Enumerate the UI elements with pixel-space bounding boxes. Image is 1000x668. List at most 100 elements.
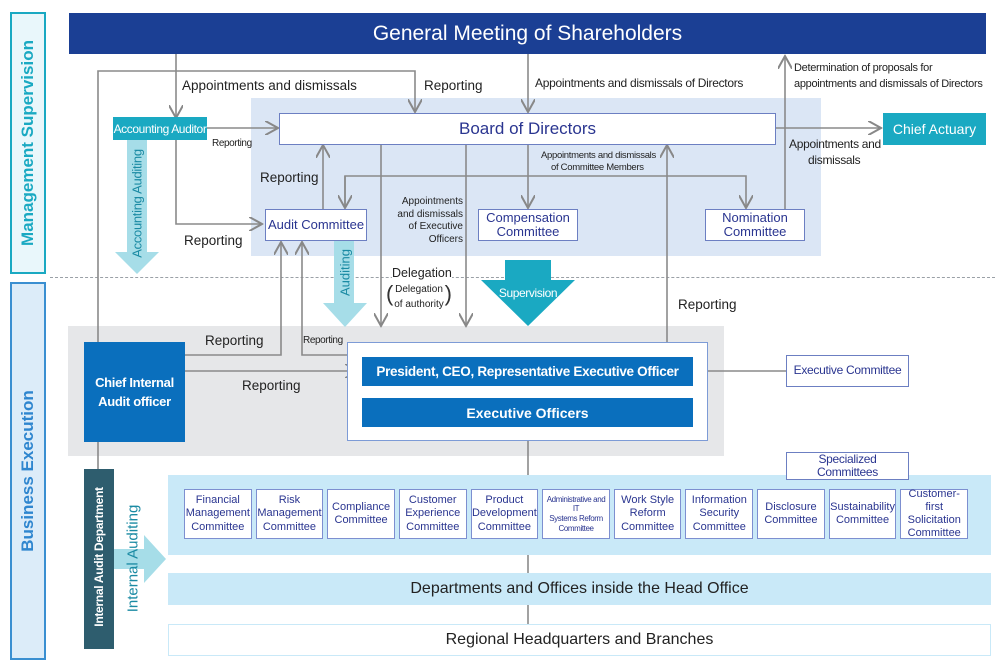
committee-line: Product	[485, 494, 524, 507]
committee-line: Work Style	[621, 494, 675, 507]
supervision-arrow: Supervision	[481, 260, 575, 326]
chief-actuary-text: Chief Actuary	[892, 121, 977, 137]
determination-label-2: appointments and dismissals of Directors	[794, 78, 983, 90]
committee-line: Customer	[408, 494, 457, 507]
committee-line: Solicitation	[907, 514, 961, 526]
internal-audit-department-node: Internal Audit Department	[84, 469, 114, 649]
committee-line: Financial	[195, 494, 240, 507]
board-of-directors-text: Board of Directors	[459, 118, 596, 138]
exec-officers-label-1: Appointments	[401, 196, 463, 207]
exec-officers-label-2: and dismissals	[397, 208, 463, 220]
committee-line: Administrative and IT	[546, 494, 606, 514]
exec-officers-label-3: of Executive	[408, 221, 463, 232]
delegation-of-authority-label: ( ) Delegation of authority	[386, 281, 452, 310]
executive-committee-node: Executive Committee	[786, 355, 909, 387]
supervision-text: Supervision	[498, 286, 558, 300]
internal-auditing-text: Internal Auditing	[124, 504, 142, 613]
nomination-text-2: Committee	[723, 224, 787, 239]
reporting-ciao-up-label: Reporting	[205, 333, 264, 348]
actuary-appointments-label-2: dismissals	[808, 153, 861, 167]
exec-officers-appointments-label: Appointments and dismissals of Executive…	[388, 196, 463, 246]
internal-auditing-arrow	[114, 535, 166, 583]
committee-line: Reform	[629, 507, 666, 520]
reporting-small-label: Reporting	[212, 138, 252, 149]
departments-node: Departments and Offices inside the Head …	[168, 573, 991, 605]
reporting-ciao-small-label: Reporting	[303, 335, 343, 346]
committee-line: Risk	[278, 494, 301, 507]
management-supervision-label: Management Supervision	[10, 12, 46, 274]
compensation-text-1: Compensation	[486, 209, 570, 225]
committee-line: Committee	[835, 514, 890, 526]
specialized-committees-node: Specialized Committees	[786, 452, 909, 480]
exec-officers-label-4: Officers	[428, 233, 463, 245]
delegation-sub-1: Delegation	[395, 284, 443, 295]
regional-text: Regional Headquarters and Branches	[445, 631, 714, 648]
nomination-text-1: Nomination	[722, 209, 788, 225]
determination-label-1: Determination of proposals for	[794, 62, 933, 74]
management-supervision-text: Management Supervision	[18, 40, 37, 246]
committee-members-label-1: Appointments and dismissals	[541, 150, 656, 161]
reporting-board-label: Reporting	[260, 170, 319, 185]
chief-actuary-node: Chief Actuary	[883, 113, 986, 145]
committee-line: Management	[257, 507, 322, 520]
ciao-text-2: Audit officer	[98, 394, 171, 409]
committee-line: Committee	[262, 520, 317, 533]
compensation-committee-node: Compensation Committee	[478, 209, 578, 241]
committee-line: Customer-first	[908, 487, 960, 513]
committee-line: Committee	[621, 520, 675, 533]
committee-line: Security	[699, 507, 740, 520]
nomination-committee-node: Nomination Committee	[705, 209, 805, 241]
committee-line: Committee	[764, 514, 818, 526]
appointments-dismissals-label: Appointments and dismissals	[182, 78, 357, 93]
committee-line: Management	[185, 507, 250, 520]
committee-line: Committee	[558, 523, 594, 533]
committee-line: Development	[471, 507, 537, 520]
delegation-sub-2: of authority	[394, 299, 444, 310]
audit-committee-node: Audit Committee	[265, 209, 367, 241]
general-meeting-node: General Meeting of Shareholders	[69, 13, 986, 54]
committee-line: Sustainability	[830, 500, 895, 513]
committee-line: Disclosure	[765, 500, 817, 513]
president-node: President, CEO, Representative Executive…	[362, 357, 693, 386]
accounting-auditor-node: Accounting Auditor	[113, 117, 207, 140]
actuary-appointments-label-1: Appointments and	[789, 137, 881, 151]
reporting-right-label: Reporting	[678, 297, 737, 312]
board-of-directors-node: Board of Directors	[279, 113, 776, 145]
committee-line: Systems Reform	[549, 514, 603, 523]
specialized-committees-text: Specialized Committees	[816, 451, 878, 479]
accounting-auditing-text: Accounting Auditing	[129, 149, 145, 258]
president-text: President, CEO, Representative Executive…	[376, 364, 679, 379]
accounting-auditing-arrow: Accounting Auditing	[113, 140, 161, 274]
reporting-top-label: Reporting	[424, 78, 483, 93]
accounting-auditor-text: Accounting Auditor	[113, 121, 207, 136]
committee-line: Committee	[334, 514, 388, 526]
reporting-ciao-president-label: Reporting	[242, 378, 301, 393]
departments-text: Departments and Offices inside the Head …	[410, 580, 749, 597]
executive-committee-text: Executive Committee	[793, 363, 902, 378]
committee-line: Committee	[692, 520, 746, 533]
internal-audit-department-text: Internal Audit Department	[92, 487, 106, 627]
reporting-audit-label: Reporting	[184, 233, 243, 248]
committee-members-label-2: of Committee Members	[551, 162, 644, 173]
committee-line: Committee	[477, 520, 531, 533]
executive-officers-node: Executive Officers	[362, 398, 693, 427]
committee-line: Committee	[907, 527, 961, 540]
general-meeting-text: General Meeting of Shareholders	[372, 21, 683, 45]
ciao-text-1: Chief Internal	[95, 374, 174, 390]
business-execution-label: Business Execution	[10, 282, 46, 660]
committee-line: Committee	[406, 520, 460, 533]
audit-committee-text: Audit Committee	[267, 216, 365, 232]
compensation-text-2: Committee	[496, 224, 560, 239]
regional-node: Regional Headquarters and Branches	[168, 624, 991, 656]
